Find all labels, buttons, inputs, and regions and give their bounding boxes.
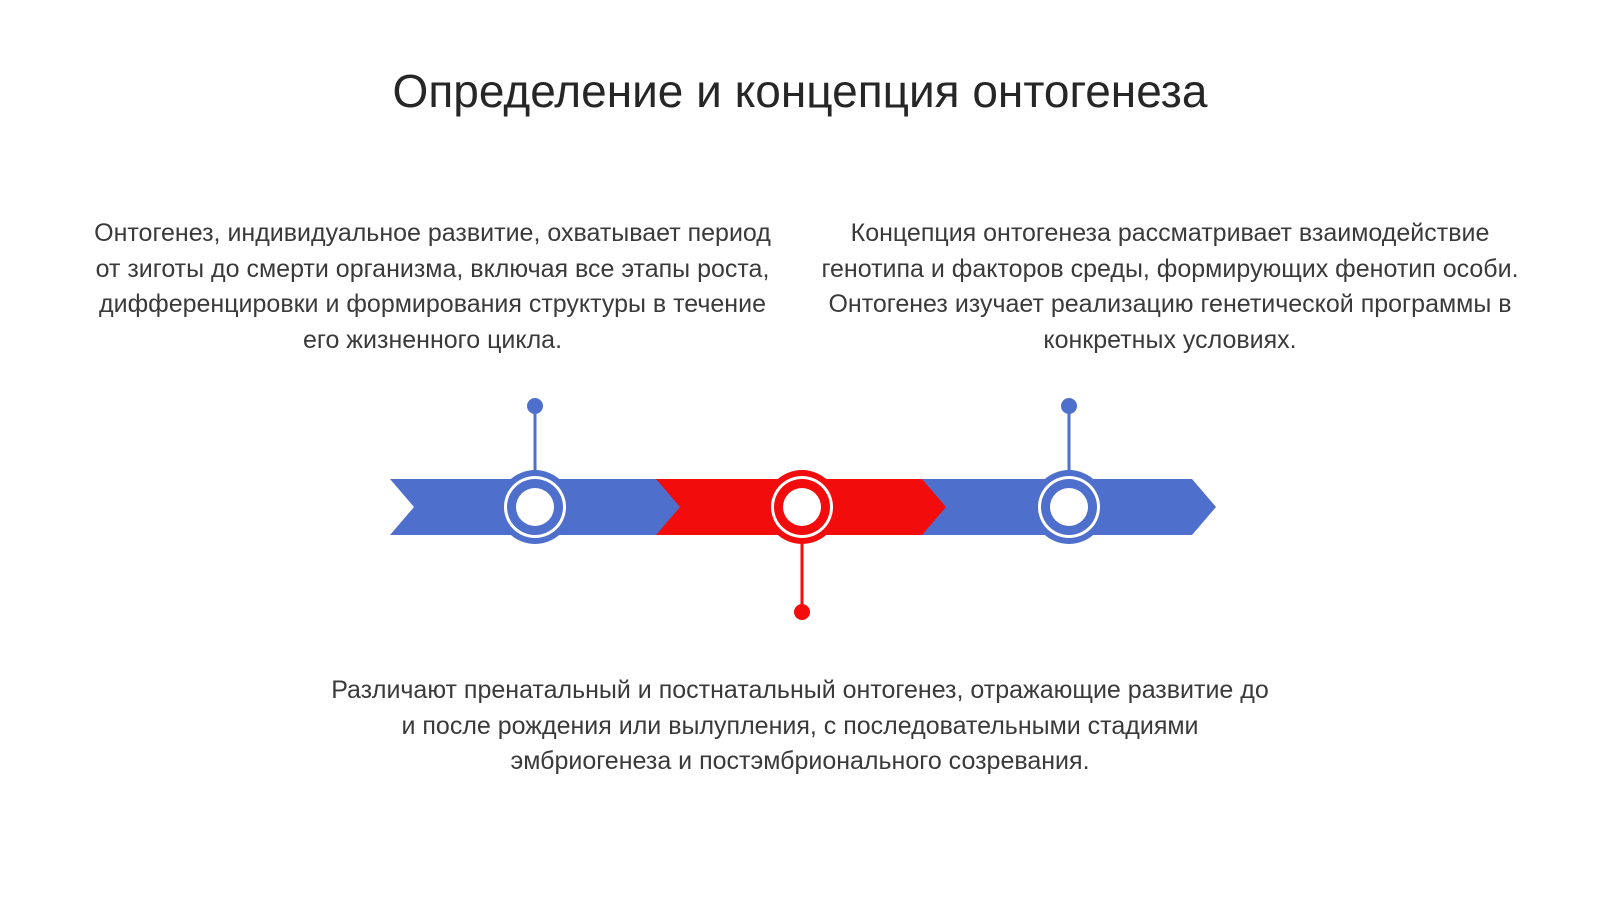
timeline-node-2-center [783,488,821,526]
connector-dot-2 [794,604,810,620]
slide-title: Определение и концепция онтогенеза [392,65,1208,117]
text-block-types: Различают пренатальный и постнатальный о… [331,676,1269,775]
timeline-node-3-center [1050,488,1088,526]
text-block-definition: Онтогенез, индивидуальное развитие, охва… [94,219,771,354]
connector-dot-3 [1061,398,1077,414]
connector-dot-1 [527,398,543,414]
timeline-node-1-center [516,488,554,526]
text-block-concept: Концепция онтогенеза рассматривает взаим… [821,219,1519,354]
